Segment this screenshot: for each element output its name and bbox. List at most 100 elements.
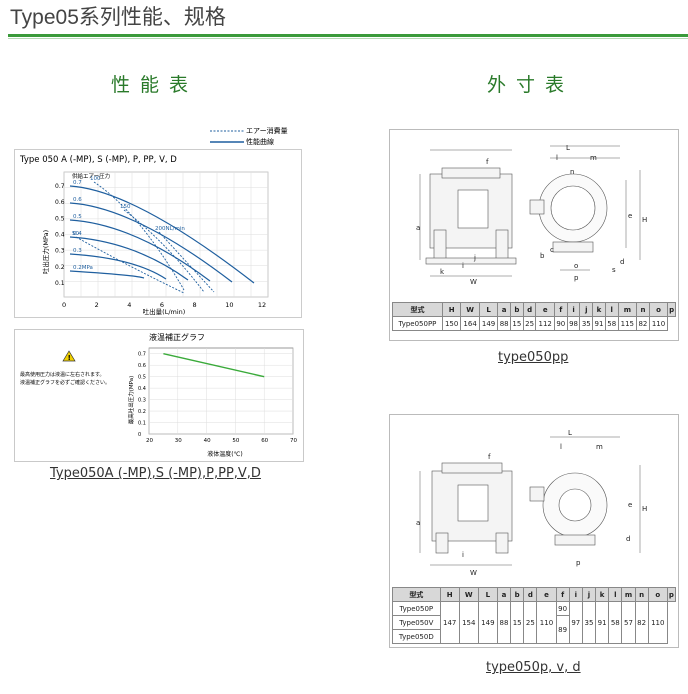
spec-header-cell: k bbox=[592, 302, 606, 317]
dim2-label-f: f bbox=[488, 453, 491, 461]
temp-y-tick: 0.3 bbox=[138, 398, 146, 404]
spec-model-cell: Type050P bbox=[392, 601, 441, 616]
temp-x-tick: 50 bbox=[232, 438, 239, 444]
link-pp[interactable]: type050pp bbox=[498, 350, 569, 365]
air-curve-label: 200NL/min bbox=[155, 226, 185, 232]
note-line-2: 液温補正グラフを必ずご確認ください。 bbox=[20, 379, 110, 386]
spec-cell: 57 bbox=[621, 601, 636, 644]
temp-x-tick: 60 bbox=[261, 438, 268, 444]
perf-y-tick: 0.6 bbox=[55, 199, 65, 206]
spec-header-cell: a bbox=[497, 302, 512, 317]
dim-label-p: p bbox=[574, 274, 579, 282]
dim-label-e: e bbox=[628, 212, 632, 220]
dim2-label-L: L bbox=[568, 429, 572, 437]
spec-cell: 15 bbox=[510, 601, 525, 644]
spec-cell: 110 bbox=[647, 601, 668, 644]
spec-cell: 25 bbox=[522, 316, 537, 331]
spec-header-cell: d bbox=[522, 302, 537, 317]
temp-chart-panel: ! 最高使用圧力は液温に左右されます。 液温補正グラフを必ずご確認ください。 液… bbox=[14, 329, 304, 462]
spec-cell: 97 bbox=[568, 601, 583, 644]
title-underline-light bbox=[8, 38, 688, 39]
spec-cell: 154 bbox=[458, 601, 479, 644]
spec-header-cell: W bbox=[458, 587, 479, 602]
perf-x-tick: 4 bbox=[127, 301, 131, 309]
spec-header-cell: l bbox=[604, 302, 619, 317]
spec-header-cell: f bbox=[553, 302, 568, 317]
spec-header-cell: n bbox=[636, 302, 650, 317]
spec-cell: 82 bbox=[634, 601, 649, 644]
perf-curve bbox=[69, 185, 255, 284]
spec-header-cell: e bbox=[536, 587, 557, 602]
spec-header-cell: m bbox=[621, 587, 636, 602]
spec-cell: 89 bbox=[555, 615, 570, 644]
link-pvd[interactable]: type050p, v, d bbox=[486, 660, 581, 675]
air-curve-label: 100 bbox=[90, 176, 101, 182]
performance-chart: エアー消費量 性能曲線 Type 050 A (-MP), S (-MP), P… bbox=[14, 122, 302, 318]
spec-cell: 90 bbox=[555, 601, 570, 616]
dim2-label-H: H bbox=[642, 505, 647, 513]
pump-drawing-pp: f l L m n a e H c b i o j k d W p s bbox=[416, 144, 647, 286]
x-axis-label: 吐出量(L/min) bbox=[143, 307, 186, 316]
spec-cell: 110 bbox=[648, 316, 669, 331]
temp-x-label: 液体温度(℃) bbox=[207, 450, 242, 458]
air-curve bbox=[158, 231, 215, 293]
dim2-label-W: W bbox=[470, 569, 477, 577]
spec-header-cell: j bbox=[581, 587, 597, 602]
spec-cell: 58 bbox=[604, 316, 619, 331]
spec-header-cell: o bbox=[648, 302, 669, 317]
dim-label-f: f bbox=[486, 158, 489, 166]
perf-x-tick: 8 bbox=[193, 301, 197, 309]
perf-curve bbox=[69, 270, 145, 279]
air-curve bbox=[75, 236, 185, 294]
perf-x-tick: 2 bbox=[95, 301, 99, 309]
note-line-1: 最高使用圧力は液温に左右されます。 bbox=[20, 371, 105, 378]
temp-y-tick: 0.6 bbox=[138, 363, 146, 369]
perf-curve bbox=[69, 253, 167, 280]
y-axis-label: 吐出圧力(MPa) bbox=[41, 230, 50, 274]
spec-header-cell: H bbox=[439, 587, 460, 602]
temp-y-tick: 0.4 bbox=[138, 386, 146, 392]
temp-y-label: 最高吐出圧力(MPa) bbox=[127, 376, 135, 424]
temp-plot-area bbox=[148, 347, 294, 435]
dim-label-o: o bbox=[574, 262, 578, 270]
temp-x-tick: 40 bbox=[204, 438, 211, 444]
perf-curve-label: 0.7 bbox=[73, 180, 82, 186]
warning-icon: ! bbox=[68, 354, 71, 362]
spec-cell: 25 bbox=[523, 601, 538, 644]
page-title: Type05系列性能、规格 bbox=[10, 6, 226, 29]
dim-label-l: l bbox=[556, 154, 558, 162]
dim-label-a: a bbox=[416, 224, 420, 232]
spec-cell: 35 bbox=[581, 601, 597, 644]
spec-header-cell: b bbox=[510, 302, 524, 317]
perf-x-tick: 0 bbox=[62, 301, 66, 309]
spec-header-cell: i bbox=[568, 587, 583, 602]
dim-label-L: L bbox=[566, 144, 570, 152]
spec-header-cell: l bbox=[608, 587, 623, 602]
spec-cell: 110 bbox=[536, 601, 557, 644]
temp-y-tick: 0.5 bbox=[138, 375, 146, 381]
dim2-label-p: p bbox=[576, 559, 581, 567]
temp-y-tick: 0.7 bbox=[138, 352, 146, 358]
spec-header-cell: a bbox=[496, 587, 512, 602]
perf-y-tick: 0.7 bbox=[55, 183, 65, 190]
spec-cell: 150 bbox=[441, 316, 462, 331]
spec-cell: 82 bbox=[636, 316, 650, 331]
perf-y-tick: 0.2 bbox=[55, 264, 65, 271]
spec-header-cell: b bbox=[510, 587, 525, 602]
legend-perf: 性能曲線 bbox=[246, 137, 274, 146]
spec-cell: 91 bbox=[595, 601, 610, 644]
model-label: Type 050 A (-MP), S (-MP), P, PP, V, D bbox=[19, 155, 177, 165]
spec-header-cell: 型式 bbox=[392, 302, 443, 317]
dim2-label-m: m bbox=[596, 443, 603, 451]
link-perf[interactable]: Type050A (-MP),S (-MP),P,PP,V,D bbox=[50, 466, 261, 481]
dim-label-k: k bbox=[440, 268, 445, 276]
spec-cell: 35 bbox=[579, 316, 594, 331]
dim-label-d: d bbox=[620, 258, 624, 266]
spec-cell: 98 bbox=[566, 316, 581, 331]
pump-drawing-pvd: f l L m a e H d i W p bbox=[416, 429, 647, 577]
spec-model-cell: Type050V bbox=[392, 615, 441, 630]
perf-x-tick: 10 bbox=[225, 301, 233, 309]
temp-line bbox=[163, 353, 265, 378]
